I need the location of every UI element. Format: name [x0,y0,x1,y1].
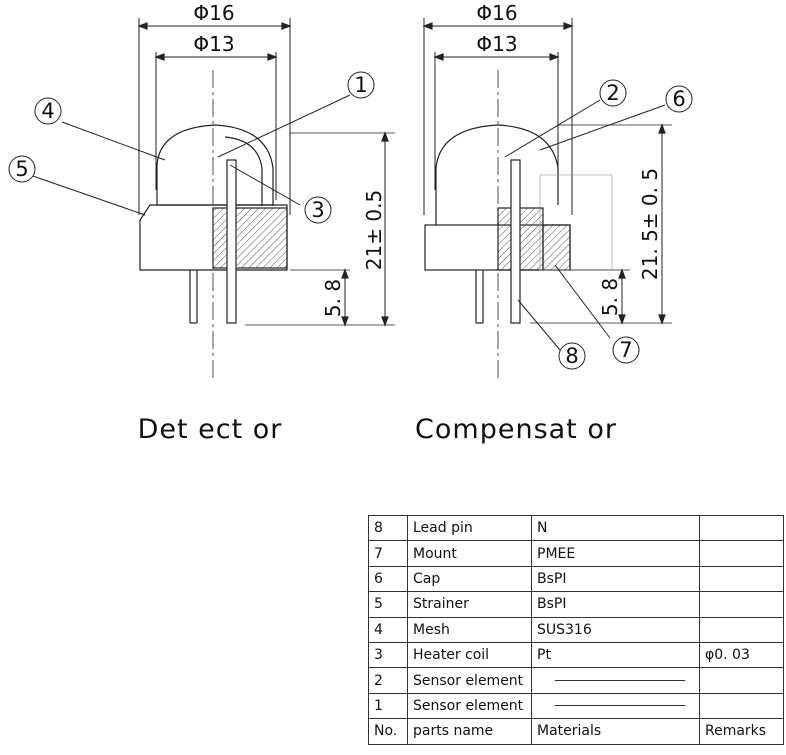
callout-7: 7 [619,338,632,362]
detector-view [29,18,395,380]
callout-5: 5 [15,157,28,181]
callout-2-circle [599,79,627,107]
part-no: 8 [368,514,408,542]
table-row: 3 Heater coil Pt φ0. 03 [368,641,784,669]
part-no: 2 [368,667,408,694]
callout-1-circle [347,71,375,99]
part-no: 3 [368,641,408,669]
part-remarks [699,667,784,694]
table-row: 6 Cap BsPI [368,565,784,593]
part-remarks [699,540,784,567]
part-material-dash [531,667,700,694]
callout-8: 8 [565,344,578,368]
table-row: 4 Mesh SUS316 [368,616,784,643]
part-remarks [699,692,784,720]
callout-3-circle [304,196,332,224]
part-material: PMEE [531,540,700,567]
part-material: N [531,514,700,542]
detector-caption: Det ect or [138,414,283,445]
callout-1: 1 [354,73,367,97]
table-row: 2 Sensor element [368,667,784,694]
callout-2: 2 [606,81,619,105]
part-no: 1 [368,692,408,720]
material-dash-line [555,680,685,682]
table-row: 8 Lead pin N [368,514,784,542]
part-material-dash [531,692,700,720]
callout-6-circle [665,85,693,113]
part-remarks [699,616,784,643]
callout-5-circle [8,155,36,183]
callout-4-circle [34,97,62,125]
part-no: 7 [368,540,408,567]
part-name: Cap [407,565,532,593]
part-remarks: φ0. 03 [699,641,784,669]
compensator-caption: Compensat or [415,414,617,445]
detector-lead-label: 5. 8 [321,279,345,317]
part-no: 6 [368,565,408,593]
compensator-lead-label: 5. 8 [598,278,622,316]
callout-8-circle [558,342,586,370]
detector-outer-diameter: Φ16 [193,1,234,25]
part-remarks [699,514,784,542]
header-no: No. [368,718,408,745]
detector-height-label: 21± 0.5 [362,190,386,270]
material-dash-line [555,705,685,707]
callout-7-circle [612,336,640,364]
detector-inner-diameter: Φ13 [193,32,234,56]
parts-table: 8 Lead pin N 7 Mount PMEE 6 Cap BsPI 5 S… [368,514,784,745]
callout-3: 3 [311,198,324,222]
compensator-inner-diameter: Φ13 [476,32,517,56]
table-header-row: No. parts name Materials Remarks [368,718,784,745]
part-name: Sensor element [407,692,532,720]
compensator-outer-diameter: Φ16 [476,1,517,25]
part-remarks [699,565,784,593]
table-row: 5 Strainer BsPI [368,591,784,618]
callout-circles [8,71,693,370]
part-name: Lead pin [407,514,532,542]
callout-4: 4 [41,99,54,123]
part-no: 4 [368,616,408,643]
header-remarks: Remarks [699,718,784,745]
part-material: SUS316 [531,616,700,643]
part-remarks [699,591,784,618]
part-name: Mount [407,540,532,567]
part-material: BsPI [531,591,700,618]
part-no: 5 [368,591,408,618]
part-name: Mesh [407,616,532,643]
header-parts-name: parts name [407,718,532,745]
part-name: Sensor element [407,667,532,694]
compensator-height-label: 21. 5± 0. 5 [638,168,662,280]
header-materials: Materials [531,718,700,745]
table-row: 7 Mount PMEE [368,540,784,567]
callout-6: 6 [672,87,685,111]
compensator-view [422,18,672,380]
table-row: 1 Sensor element [368,692,784,720]
part-material: BsPI [531,565,700,593]
part-name: Heater coil [407,641,532,669]
part-name: Strainer [407,591,532,618]
part-material: Pt [531,641,700,669]
